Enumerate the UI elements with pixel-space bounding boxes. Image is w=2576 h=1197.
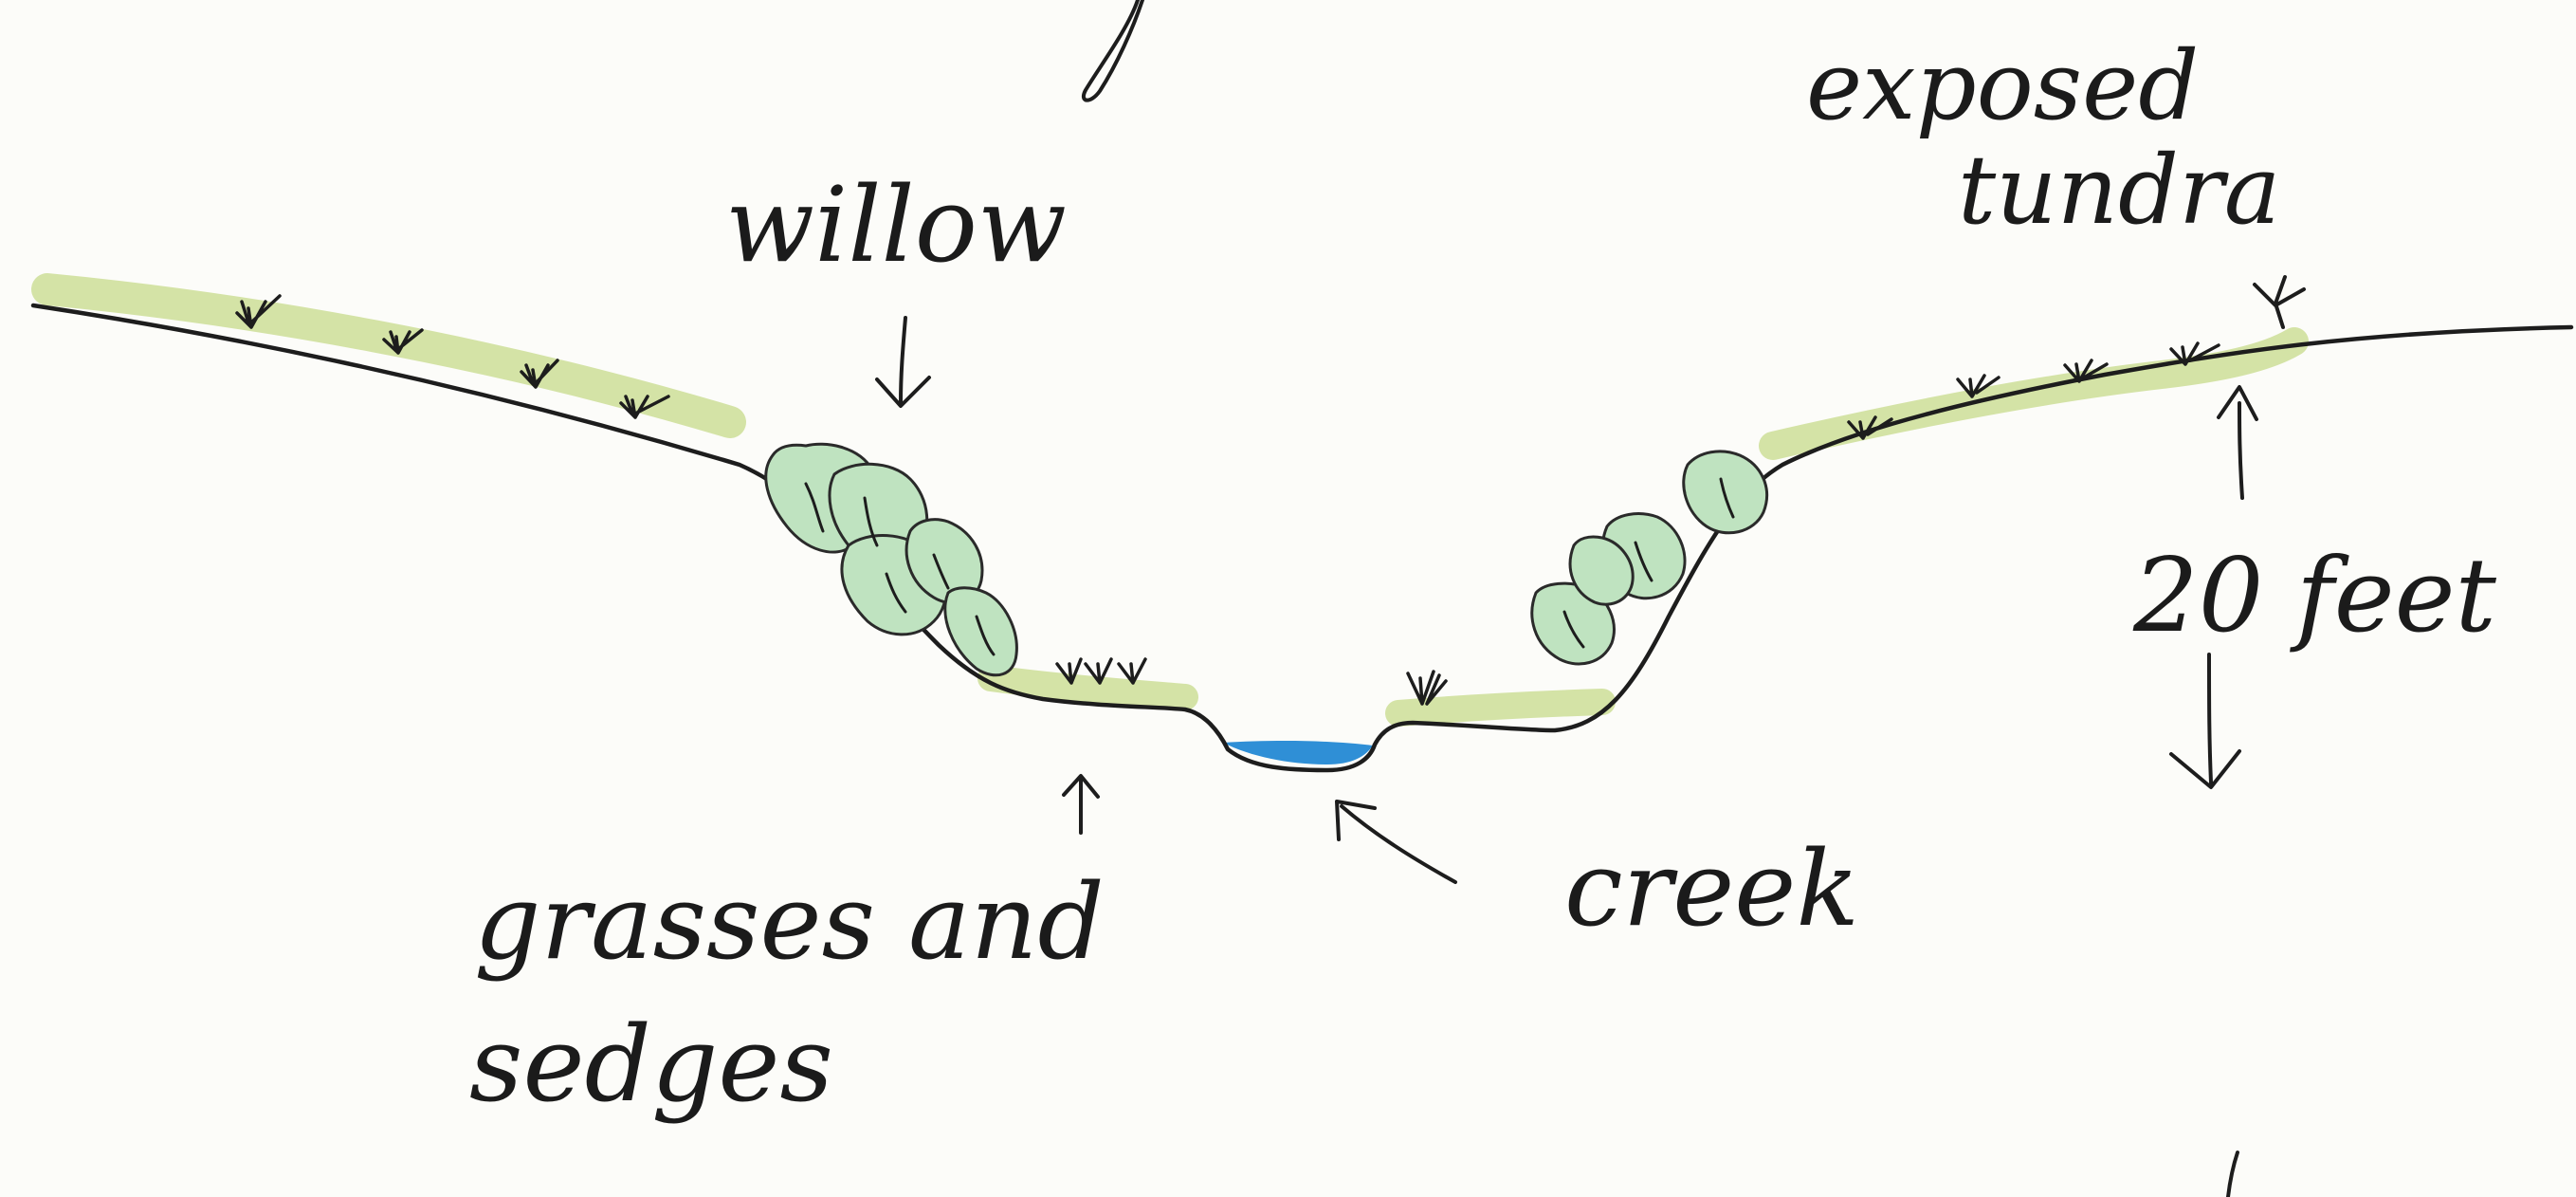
stray-pen-stroke (1084, 0, 1142, 101)
arrow-icon (2171, 654, 2239, 787)
willow-shrubs-left (766, 444, 1017, 675)
arrow-icon (2219, 387, 2256, 498)
arrow-icon (2255, 277, 2304, 327)
stray-pen-stroke (2228, 1152, 2238, 1197)
label-grasses-line1: grasses and (474, 861, 1105, 983)
arrow-icon (877, 318, 929, 406)
arrow-icon (1064, 776, 1098, 833)
grass-wash (47, 289, 2294, 713)
label-height: 20 feet (2132, 537, 2497, 655)
label-exposed-tundra-line1: exposed (1806, 30, 2199, 141)
label-exposed-tundra-line2: tundra (1958, 135, 2280, 246)
label-creek: creek (1564, 828, 1859, 949)
arrow-icon (1337, 801, 1455, 882)
label-grasses-line2: sedges (469, 1004, 833, 1125)
willow-shrubs-right (1532, 451, 1767, 664)
label-willow: willow (725, 164, 1067, 285)
